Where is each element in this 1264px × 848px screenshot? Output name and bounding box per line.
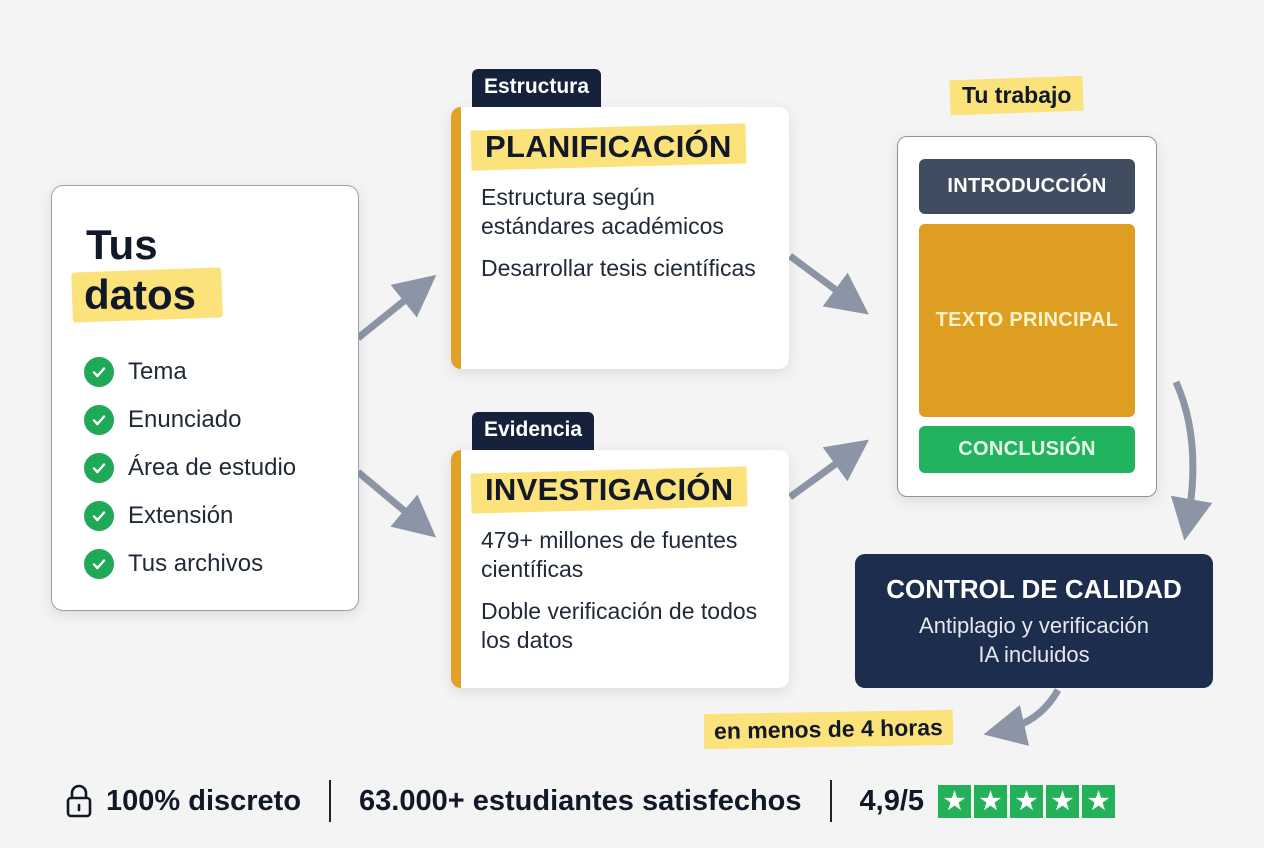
- trust-footer: 100% discreto 63.000+ estudiantes satisf…: [64, 778, 1116, 824]
- quality-title: CONTROL DE CALIDAD: [886, 574, 1182, 604]
- input-title-line1: Tus: [86, 221, 158, 268]
- check-circle-icon: [84, 453, 114, 483]
- planning-body: Estructura según estándares académicos D…: [481, 183, 771, 296]
- section-conclusion: CONCLUSIÓN: [919, 426, 1135, 473]
- arrow-qc-to-deadline: [983, 688, 1062, 746]
- divider: [329, 780, 332, 822]
- students-text: 63.000+ estudiantes satisfechos: [359, 784, 802, 817]
- rating-stars: ★ ★ ★ ★ ★: [938, 784, 1116, 818]
- arrow-to-research: [355, 469, 437, 538]
- input-title-line2: datos: [84, 271, 197, 319]
- rating-text: 4,9/5: [859, 784, 925, 817]
- research-body: 479+ millones de fuentes científicas Dob…: [481, 526, 771, 668]
- checklist-item: Tus archivos: [84, 540, 296, 588]
- research-title-text: INVESTIGACIÓN: [485, 472, 734, 507]
- planning-title: PLANIFICACIÓN: [470, 123, 747, 171]
- planning-tag: Estructura: [472, 69, 602, 107]
- checklist-label: Enunciado: [128, 406, 242, 433]
- planning-card: PLANIFICACIÓN Estructura según estándare…: [451, 107, 789, 369]
- check-circle-icon: [84, 501, 114, 531]
- planning-title-text: PLANIFICACIÓN: [485, 129, 732, 164]
- section-introduction: INTRODUCCIÓN: [919, 159, 1135, 214]
- checklist-label: Tus archivos: [128, 550, 264, 577]
- research-title: INVESTIGACIÓN: [470, 466, 748, 514]
- star-icon: ★: [1010, 784, 1044, 818]
- check-circle-icon: [84, 549, 114, 579]
- work-card: INTRODUCCIÓN TEXTO PRINCIPAL CONCLUSIÓN: [897, 136, 1157, 497]
- research-point: Doble verificación de todos los datos: [481, 598, 758, 653]
- arrow-research-to-work: [787, 439, 869, 500]
- deadline-label: en menos de 4 horas: [703, 709, 954, 750]
- lock-icon: [64, 783, 94, 819]
- input-checklist: Tema Enunciado Área de estudio Extensión…: [84, 348, 296, 588]
- planning-point: Estructura según estándares académicos: [481, 184, 724, 239]
- star-icon: ★: [1046, 784, 1080, 818]
- checklist-label: Extensión: [128, 502, 234, 529]
- input-title: Tus datos: [71, 220, 223, 323]
- quality-line1: Antiplagio y verificación: [919, 613, 1149, 638]
- arrow-planning-to-work: [787, 253, 869, 315]
- input-card: Tus datos Tema Enunciado Área de estudio…: [51, 185, 359, 611]
- arrow-work-to-qc: [1170, 380, 1213, 541]
- checklist-label: Área de estudio: [128, 454, 297, 481]
- section-main-text: TEXTO PRINCIPAL: [919, 224, 1135, 417]
- research-card: INVESTIGACIÓN 479+ millones de fuentes c…: [451, 450, 789, 688]
- input-title-highlight: datos: [71, 267, 223, 323]
- check-circle-icon: [84, 357, 114, 387]
- checklist-item: Enunciado: [84, 396, 296, 444]
- quality-line2: IA incluidos: [978, 642, 1090, 667]
- star-icon: ★: [1082, 784, 1116, 818]
- planning-point: Desarrollar tesis científicas: [481, 255, 756, 281]
- checklist-item: Extensión: [84, 492, 296, 540]
- star-icon: ★: [974, 784, 1008, 818]
- checklist-item: Tema: [84, 348, 296, 396]
- checklist-item: Área de estudio: [84, 444, 296, 492]
- check-circle-icon: [84, 405, 114, 435]
- research-tag: Evidencia: [472, 412, 595, 450]
- research-point: 479+ millones de fuentes científicas: [481, 527, 738, 582]
- quality-control-box: CONTROL DE CALIDAD Antiplagio y verifica…: [855, 554, 1213, 688]
- work-label: Tu trabajo: [949, 75, 1085, 116]
- arrow-to-planning: [355, 274, 437, 341]
- checklist-label: Tema: [128, 358, 187, 385]
- discreet-text: 100% discreto: [106, 784, 302, 817]
- star-icon: ★: [938, 784, 972, 818]
- divider: [829, 780, 832, 822]
- work-label-text: Tu trabajo: [962, 82, 1072, 108]
